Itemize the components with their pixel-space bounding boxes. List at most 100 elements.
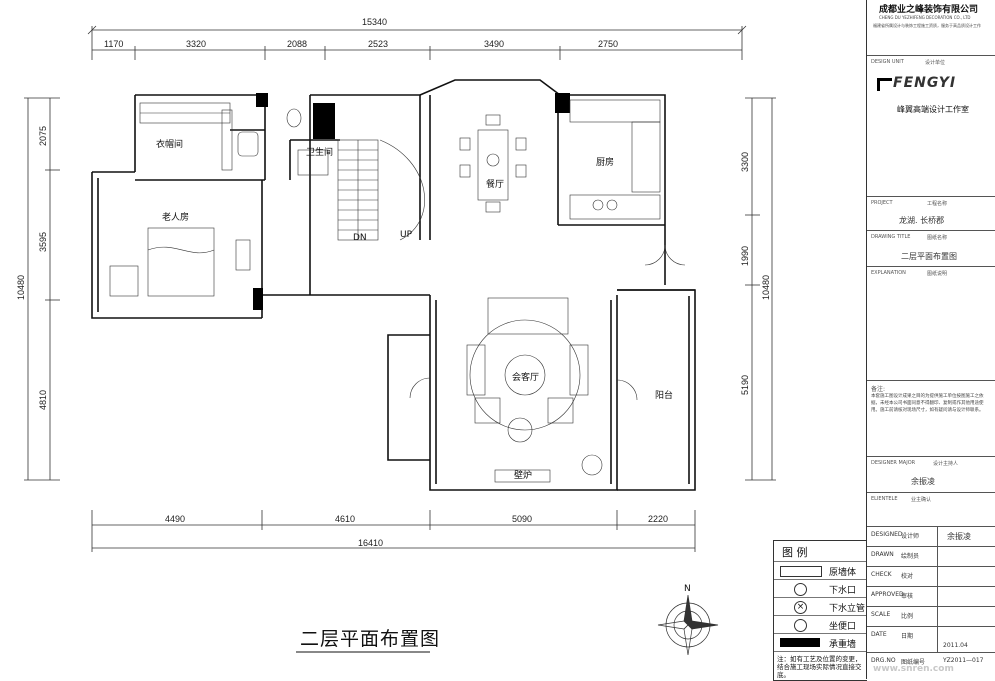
room-label-dining: 餐厅 xyxy=(486,178,504,190)
sign-en: DESIGNED xyxy=(871,531,903,538)
dim-right-seg: 5190 xyxy=(740,375,750,395)
fengyi-logo-icon xyxy=(877,78,892,91)
designer-cn: 设计主持人 xyxy=(933,461,959,467)
sign-en: APPROVED xyxy=(871,591,904,598)
legend-note-row: 注：如有工艺及位置的变更，结合施工现场实际情况直接交底。 xyxy=(774,651,867,681)
legend-text: 下水立管 xyxy=(829,604,866,614)
legend-row: 原墙体 xyxy=(774,561,867,580)
legend-row: 下水口 xyxy=(774,579,867,598)
dim-bottom-seg: 4610 xyxy=(335,514,355,524)
bed xyxy=(109,227,251,297)
wall-symbol-icon xyxy=(780,566,822,577)
sign-row: DATE 日期 2011.04 xyxy=(867,626,995,653)
client-label: ELIENTELE xyxy=(871,496,898,502)
notes-label: 备注: xyxy=(871,386,886,393)
watermark: www.snren.com xyxy=(873,664,954,674)
fireplace-label: 壁炉 xyxy=(514,469,532,481)
room-label-cloakroom: 衣帽间 xyxy=(156,138,183,150)
sign-row: DRAWN 绘制员 xyxy=(867,546,995,567)
client-row: ELIENTELE 业主确认 xyxy=(867,492,995,523)
dim-top-seg: 2523 xyxy=(368,39,388,49)
studio-name: 峰翼高端设计工作室 xyxy=(897,105,969,114)
project-cn: 工程名称 xyxy=(927,201,948,207)
dim-bottom-seg: 5090 xyxy=(512,514,532,524)
compass-north-label: N xyxy=(684,584,691,594)
legend-text: 承重墙 xyxy=(829,640,857,650)
bottom-dimensions xyxy=(91,510,696,552)
dim-left-seg: 4810 xyxy=(38,390,48,410)
dim-left-seg: 2075 xyxy=(38,126,48,146)
design-unit-row: DESIGN UNIT 设计单位 FENGYI xyxy=(867,55,995,104)
top-dimensions xyxy=(87,25,747,60)
designer-label: DESIGNER MAJOR xyxy=(871,460,916,466)
room-label-balcony: 阳台 xyxy=(655,389,673,401)
sign-en: DRAWN xyxy=(871,551,894,558)
sign-en: DATE xyxy=(871,631,887,638)
legend-row: 承重墙 xyxy=(774,633,867,652)
sign-en: SCALE xyxy=(871,611,891,618)
company-name: 成都业之峰装饰有限公司 xyxy=(879,5,979,15)
notes-text: 本套施工图设计成果之目的为提供施工单位按图施工之依据，未经本公司书面同意不得翻印… xyxy=(871,394,984,413)
drawing-title-row: DRAWING TITLE 图纸名称 二层平面布置图 xyxy=(867,230,995,267)
legend-text: 下水口 xyxy=(829,586,857,596)
sign-cn: 图纸编号 xyxy=(901,659,926,666)
sign-en: DRG.NO xyxy=(871,657,896,664)
doors xyxy=(409,244,686,401)
wardrobe xyxy=(139,102,233,171)
room-label-elder-room: 老人房 xyxy=(162,211,189,223)
dim-bottom-total: 16410 xyxy=(358,538,383,548)
dim-top-seg: 2750 xyxy=(598,39,618,49)
drain-symbol-icon xyxy=(794,583,807,596)
room-label-kitchen: 厨房 xyxy=(596,156,614,168)
dim-right-total: 10480 xyxy=(761,275,771,300)
notes-row: 备注: 本套施工图设计成果之目的为提供施工单位按图施工之依据，未经本公司书面同意… xyxy=(867,380,995,457)
drawing-title: 二层平面布置图 xyxy=(300,628,441,650)
sign-row: SCALE 比例 xyxy=(867,606,995,627)
project-value: 龙湖. 长桥郡 xyxy=(899,216,945,225)
sign-cn: 设计师 xyxy=(901,533,920,540)
sign-cn: 绘制员 xyxy=(901,553,920,560)
sign-cn: 校对 xyxy=(901,573,914,580)
left-dimensions xyxy=(24,97,60,481)
dining-table xyxy=(459,114,527,213)
dim-bottom-seg: 4490 xyxy=(165,514,185,524)
room-label-bathroom: 卫生间 xyxy=(306,146,333,158)
legend-text: 原墙体 xyxy=(829,568,857,578)
legend: 图 例 原墙体 下水口 × 下水立管 坐便口 承重墙 注：如有工艺及位置的变更，… xyxy=(773,540,867,681)
staircase xyxy=(337,139,425,241)
floor-plan-drawing: 15340 1170 3320 2088 2523 3490 2750 4490… xyxy=(16,17,776,656)
sign-row: DRG.NO 图纸编号 YZ2011—017 xyxy=(867,652,995,680)
drawing-title-label: DRAWING TITLE xyxy=(871,234,911,240)
sofa-set xyxy=(466,297,603,483)
toilet-symbol-icon xyxy=(794,619,807,632)
load-wall-symbol-icon xyxy=(780,638,820,647)
kitchen-counters xyxy=(569,99,661,220)
dim-top-seg: 1170 xyxy=(104,39,123,49)
sign-en: CHECK xyxy=(871,571,892,578)
legend-title: 图 例 xyxy=(782,546,808,559)
sign-cn: 审核 xyxy=(901,593,914,600)
sign-row: DESIGNED 设计师 余振凌 xyxy=(867,526,995,547)
sign-cn: 日期 xyxy=(901,633,914,640)
drawing-title-value: 二层平面布置图 xyxy=(901,252,957,261)
sign-value: 2011.04 xyxy=(943,642,968,649)
project-label: PROJECT xyxy=(871,200,893,206)
explanation-label: EXPLANATION xyxy=(871,270,906,276)
sign-row: APPROVED 审核 xyxy=(867,586,995,607)
sign-value: 余振凌 xyxy=(947,532,971,541)
dim-left-seg: 3595 xyxy=(38,232,48,252)
drawing-title-cn: 图纸名称 xyxy=(927,235,948,241)
legend-note: 注：如有工艺及位置的变更，结合施工现场实际情况直接交底。 xyxy=(777,655,862,679)
compass-icon xyxy=(657,594,719,656)
load-bearing-walls xyxy=(253,93,570,310)
explanation-cn: 图纸说明 xyxy=(927,271,948,277)
client-cn: 业主确认 xyxy=(911,497,932,503)
title-block: 成都业之峰装饰有限公司 CHENG DU YEZHIFENG DECORATIO… xyxy=(866,0,995,679)
dim-top-seg: 3320 xyxy=(186,39,206,49)
sign-divider xyxy=(937,526,938,652)
project-row: PROJECT 工程名称 龙湖. 长桥郡 xyxy=(867,196,995,231)
sign-row: CHECK 校对 xyxy=(867,566,995,587)
sign-cn: 比例 xyxy=(901,613,914,620)
bathroom-fixtures xyxy=(237,108,329,176)
design-unit-label: DESIGN UNIT xyxy=(871,59,904,65)
